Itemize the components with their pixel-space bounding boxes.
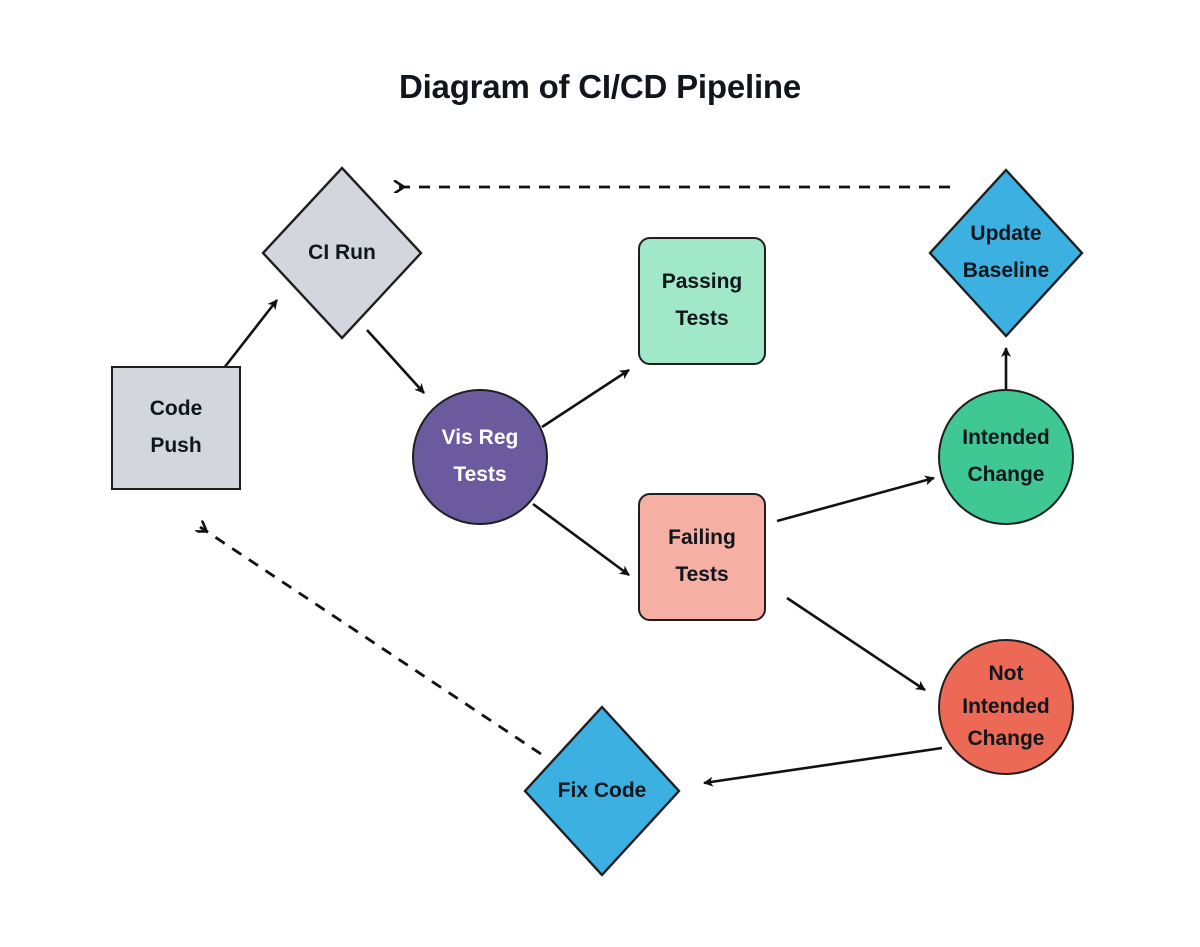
edge-not-intended-change-to-fix-code (703, 746, 943, 787)
node-vis-reg-tests[interactable]: Vis Reg Tests (412, 389, 548, 525)
node-code-push-line-1: Code (149, 397, 203, 421)
edge-vis-reg-tests-to-failing-tests (532, 502, 630, 577)
node-not-intended-change[interactable]: Not Intended Change (938, 639, 1074, 775)
ci-run-diamond-shape (261, 166, 423, 340)
edge-fix-code-to-code-push (200, 527, 542, 756)
node-fix-code-line-1: Fix (557, 778, 588, 802)
edge-failing-tests-to-not-intended-change (786, 596, 926, 692)
node-vis-reg-tests-line-2: Tests (453, 463, 507, 486)
node-update-baseline-line-1: Update (970, 222, 1042, 246)
node-not-intended-change-line-3: Change (967, 727, 1045, 751)
node-passing-tests-line-1: Passing (661, 270, 743, 294)
node-ci-run-label: CI Run (308, 235, 376, 272)
node-failing-tests-line-1: Failing (668, 526, 736, 550)
node-failing-tests[interactable]: Failing Tests (638, 493, 766, 621)
node-intended-change-line-2: Change (967, 463, 1045, 486)
edge-code-push-to-ci-run (222, 299, 279, 369)
update-baseline-diamond-shape (928, 168, 1084, 338)
node-passing-tests[interactable]: Passing Tests (638, 237, 766, 365)
page-title: Diagram of CI/CD Pipeline (398, 68, 802, 105)
node-not-intended-change-line-2: Intended (962, 694, 1050, 718)
node-update-baseline-line-2: Baseline (962, 259, 1050, 282)
node-fix-code[interactable]: Fix Code (522, 704, 682, 878)
edge-failing-tests-to-intended-change (776, 475, 935, 523)
node-not-intended-change-line-1: Not (988, 662, 1024, 686)
node-update-baseline-label: Update Baseline (927, 216, 1085, 290)
edge-ci-run-to-vis-reg-tests (366, 329, 425, 394)
node-passing-tests-line-2: Tests (675, 307, 729, 330)
node-code-push[interactable]: Code Push (111, 366, 241, 490)
node-fix-code-label: Fix Code (558, 773, 647, 810)
node-intended-change-line-1: Intended (962, 426, 1050, 450)
node-code-push-line-2: Push (150, 434, 202, 457)
node-fix-code-line-2: Code (593, 778, 647, 802)
node-failing-tests-line-2: Tests (675, 563, 729, 586)
edge-vis-reg-tests-to-passing-tests (541, 368, 630, 429)
node-ci-run-line-1: CI Run (308, 240, 376, 264)
node-ci-run[interactable]: CI Run (260, 165, 424, 341)
node-update-baseline[interactable]: Update Baseline (927, 167, 1085, 339)
node-vis-reg-tests-line-1: Vis Reg (441, 426, 519, 450)
node-intended-change[interactable]: Intended Change (938, 389, 1074, 525)
fix-code-diamond-shape (523, 705, 681, 877)
